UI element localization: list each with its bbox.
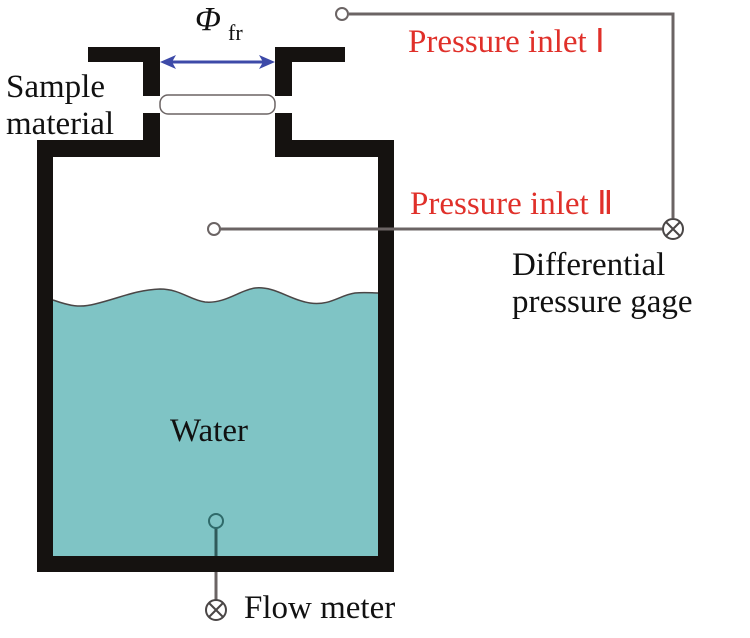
- pressure-inlet-2-label: Pressure inlet Ⅱ: [410, 186, 613, 222]
- pressure-inlet-1-pipe: [335, 7, 675, 218]
- flow-meter-icon: [205, 599, 227, 621]
- right-neck-wall-upper: [275, 47, 292, 96]
- differential-gage-label-line1: Differential: [512, 247, 665, 283]
- diameter-symbol: Φ: [195, 1, 221, 38]
- left-flange: [88, 47, 160, 62]
- vessel: [37, 47, 394, 572]
- differential-gage-icon: [662, 218, 684, 240]
- water-body: [53, 287, 378, 556]
- sample-material-label-line2: material: [6, 106, 114, 142]
- flow-inlet-port-icon: [208, 513, 224, 529]
- left-neck-wall-upper: [143, 47, 160, 96]
- sample-material-label-line1: Sample: [6, 69, 105, 105]
- pressure-inlet-1-port-icon: [335, 7, 349, 21]
- diameter-arrow: [160, 55, 275, 69]
- pressure-inlet-1-label: Pressure inlet Ⅰ: [408, 24, 605, 60]
- differential-gage-label-line2: pressure gage: [512, 284, 693, 320]
- bottom-wall: [37, 556, 394, 572]
- right-shoulder: [275, 140, 394, 157]
- left-wall: [37, 140, 53, 572]
- water-label: Water: [170, 413, 248, 449]
- flow-meter-pipe: [208, 513, 224, 600]
- pressure-inlet-2-pipe: [207, 222, 662, 236]
- sample-material: [143, 94, 292, 115]
- water-surface: [52, 287, 379, 307]
- right-wall: [378, 140, 394, 572]
- pressure-inlet-2-port-icon: [207, 222, 221, 236]
- diameter-subscript: fr: [228, 20, 243, 45]
- flow-meter-label: Flow meter: [244, 590, 395, 626]
- left-shoulder: [37, 140, 160, 157]
- right-flange: [275, 47, 345, 62]
